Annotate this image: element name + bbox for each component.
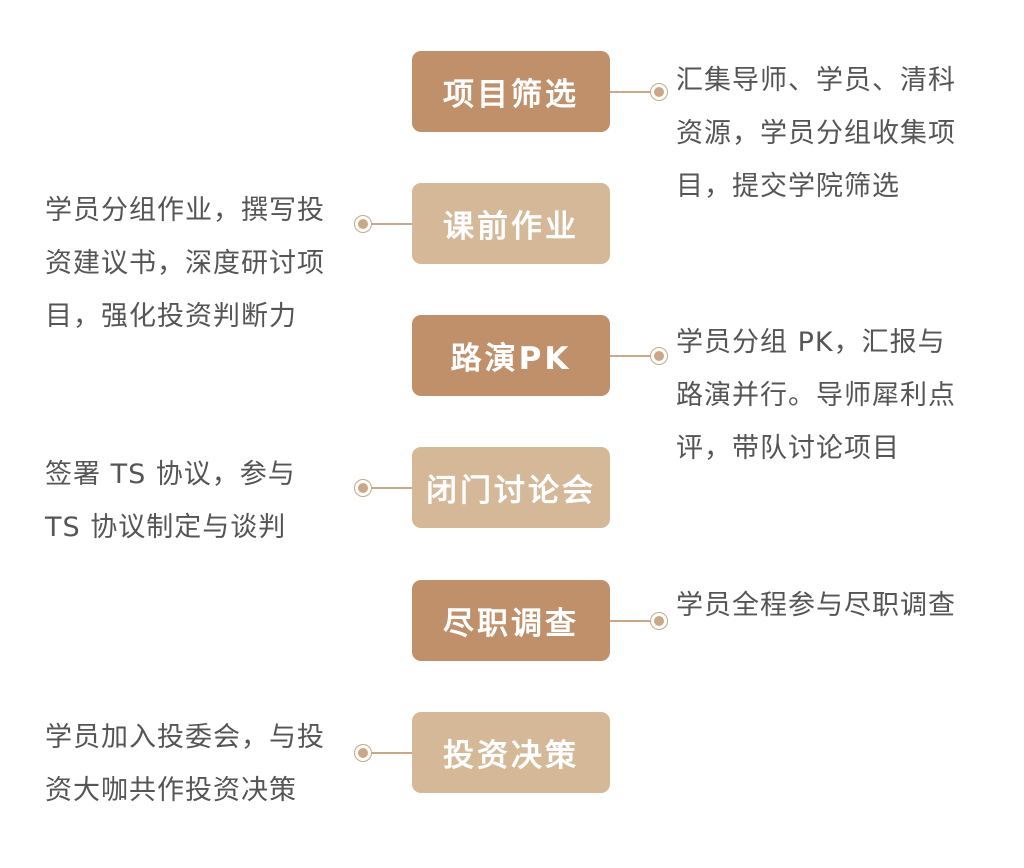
step-box-6: 投资决策 xyxy=(412,712,610,793)
step-box-1: 项目筛选 xyxy=(412,51,610,132)
step-box-4: 闭门讨论会 xyxy=(412,447,610,528)
connector-line-2 xyxy=(368,222,412,225)
description-line: 签署 TS 协议，参与 xyxy=(45,459,296,490)
description-line: 资建议书，深度研讨项 xyxy=(45,248,325,279)
step-description-5: 学员全程参与尽职调查 xyxy=(676,579,996,632)
connector-dot-icon xyxy=(654,350,664,361)
description-line: 汇集导师、学员、清科 xyxy=(676,65,956,96)
description-line: 学员分组作业，撰写投 xyxy=(45,195,325,226)
connector-dot-icon xyxy=(358,218,368,229)
step-description-3: 学员分组 PK，汇报与路演并行。导师犀利点评，带队讨论项目 xyxy=(676,316,996,475)
description-line: 目，强化投资判断力 xyxy=(45,301,297,332)
step-box-2: 课前作业 xyxy=(412,183,610,264)
connector-line-6 xyxy=(368,751,412,754)
description-line: 学员加入投委会，与投 xyxy=(45,722,325,753)
description-line: TS 协议制定与谈判 xyxy=(45,512,287,543)
step-box-3: 路演PK xyxy=(412,315,610,396)
description-line: 学员全程参与尽职调查 xyxy=(676,590,956,621)
description-line: 目，提交学院筛选 xyxy=(676,171,900,202)
step-description-2: 学员分组作业，撰写投资建议书，深度研讨项目，强化投资判断力 xyxy=(45,184,365,343)
step-description-4: 签署 TS 协议，参与 TS 协议制定与谈判 xyxy=(45,448,365,554)
description-line: 路演并行。导师犀利点 xyxy=(676,380,956,411)
connector-line-4 xyxy=(368,486,412,489)
connector-line-1 xyxy=(610,90,654,93)
connector-line-3 xyxy=(610,354,654,357)
description-line: 资大咖共作投资决策 xyxy=(45,775,297,806)
connector-dot-icon xyxy=(358,482,368,493)
description-line: 资源，学员分组收集项 xyxy=(676,118,956,149)
description-line: 学员分组 PK，汇报与 xyxy=(676,327,946,358)
connector-dot-icon xyxy=(358,747,368,758)
step-description-6: 学员加入投委会，与投资大咖共作投资决策 xyxy=(45,711,365,817)
step-box-5: 尽职调查 xyxy=(412,580,610,661)
step-description-1: 汇集导师、学员、清科资源，学员分组收集项目，提交学院筛选 xyxy=(676,54,996,213)
connector-dot-icon xyxy=(654,615,664,626)
description-line: 评，带队讨论项目 xyxy=(676,433,900,464)
connector-dot-icon xyxy=(654,86,664,97)
connector-line-5 xyxy=(610,619,654,622)
